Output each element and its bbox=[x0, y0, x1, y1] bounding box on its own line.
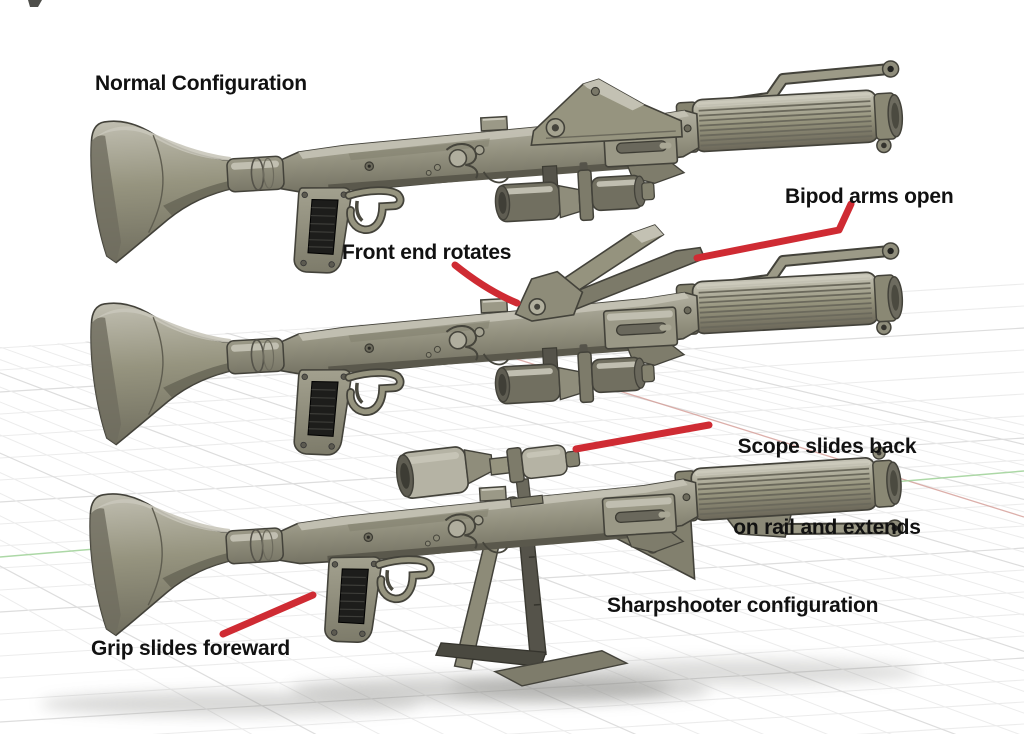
label-scope-slides-line2: on rail and extends bbox=[733, 516, 921, 539]
axis-red-line bbox=[429, 331, 1024, 518]
callout-lines bbox=[219, 200, 855, 638]
callout-line-scope bbox=[572, 421, 713, 453]
label-front-end-rotates: Front end rotates bbox=[342, 241, 512, 264]
label-sharpshooter-configuration: Sharpshooter configuration bbox=[607, 594, 879, 617]
label-normal-configuration: Normal Configuration bbox=[95, 72, 307, 95]
label-scope-slides: Scope slides back on rail and extends bbox=[707, 379, 947, 568]
callout-line-bipod bbox=[693, 200, 855, 262]
label-grip-slides-foreward: Grip slides foreward bbox=[91, 637, 291, 660]
callout-line-front-end bbox=[451, 261, 521, 307]
corner-artifact bbox=[28, 0, 42, 7]
label-scope-slides-line1: Scope slides back bbox=[737, 435, 917, 458]
ground-shadow bbox=[40, 659, 920, 716]
label-bipod-arms-open: Bipod arms open bbox=[785, 185, 954, 208]
callout-line-grip bbox=[219, 591, 317, 638]
